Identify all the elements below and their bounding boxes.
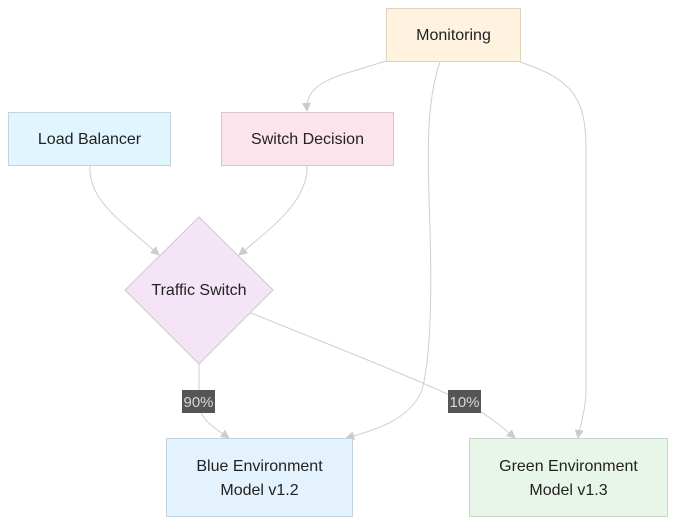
node-monitoring: Monitoring (386, 8, 521, 62)
edge-label-green-share: 10% (448, 390, 481, 413)
load-balancer-label: Load Balancer (38, 131, 142, 148)
node-load-balancer: Load Balancer (8, 112, 171, 166)
edge-switch-decision-to-traffic-switch (238, 165, 308, 256)
blue-environment-title: Blue Environment (196, 458, 323, 475)
node-green-environment: Green Environment Model v1.3 (469, 438, 668, 517)
node-blue-environment: Blue Environment Model v1.2 (166, 438, 353, 517)
green-environment-version: Model v1.3 (529, 482, 607, 499)
green-environment-title: Green Environment (499, 458, 638, 475)
edge-monitoring-to-green-environment (519, 61, 587, 439)
blue-share-text: 90% (183, 394, 213, 411)
node-switch-decision: Switch Decision (221, 112, 394, 166)
monitoring-label: Monitoring (416, 27, 491, 44)
edge-load-balancer-to-traffic-switch (89, 165, 160, 256)
edge-monitoring-to-blue-environment (345, 61, 441, 441)
edge-label-blue-share: 90% (182, 390, 215, 413)
switch-decision-label: Switch Decision (251, 131, 364, 148)
green-share-text: 10% (449, 394, 479, 411)
blue-environment-version: Model v1.2 (220, 482, 298, 499)
traffic-switch-label: Traffic Switch (151, 282, 246, 299)
edge-monitoring-to-switch-decision (301, 60, 387, 112)
edge-traffic-switch-to-green-environment (250, 312, 516, 439)
node-traffic-switch: Traffic Switch (124, 216, 274, 365)
